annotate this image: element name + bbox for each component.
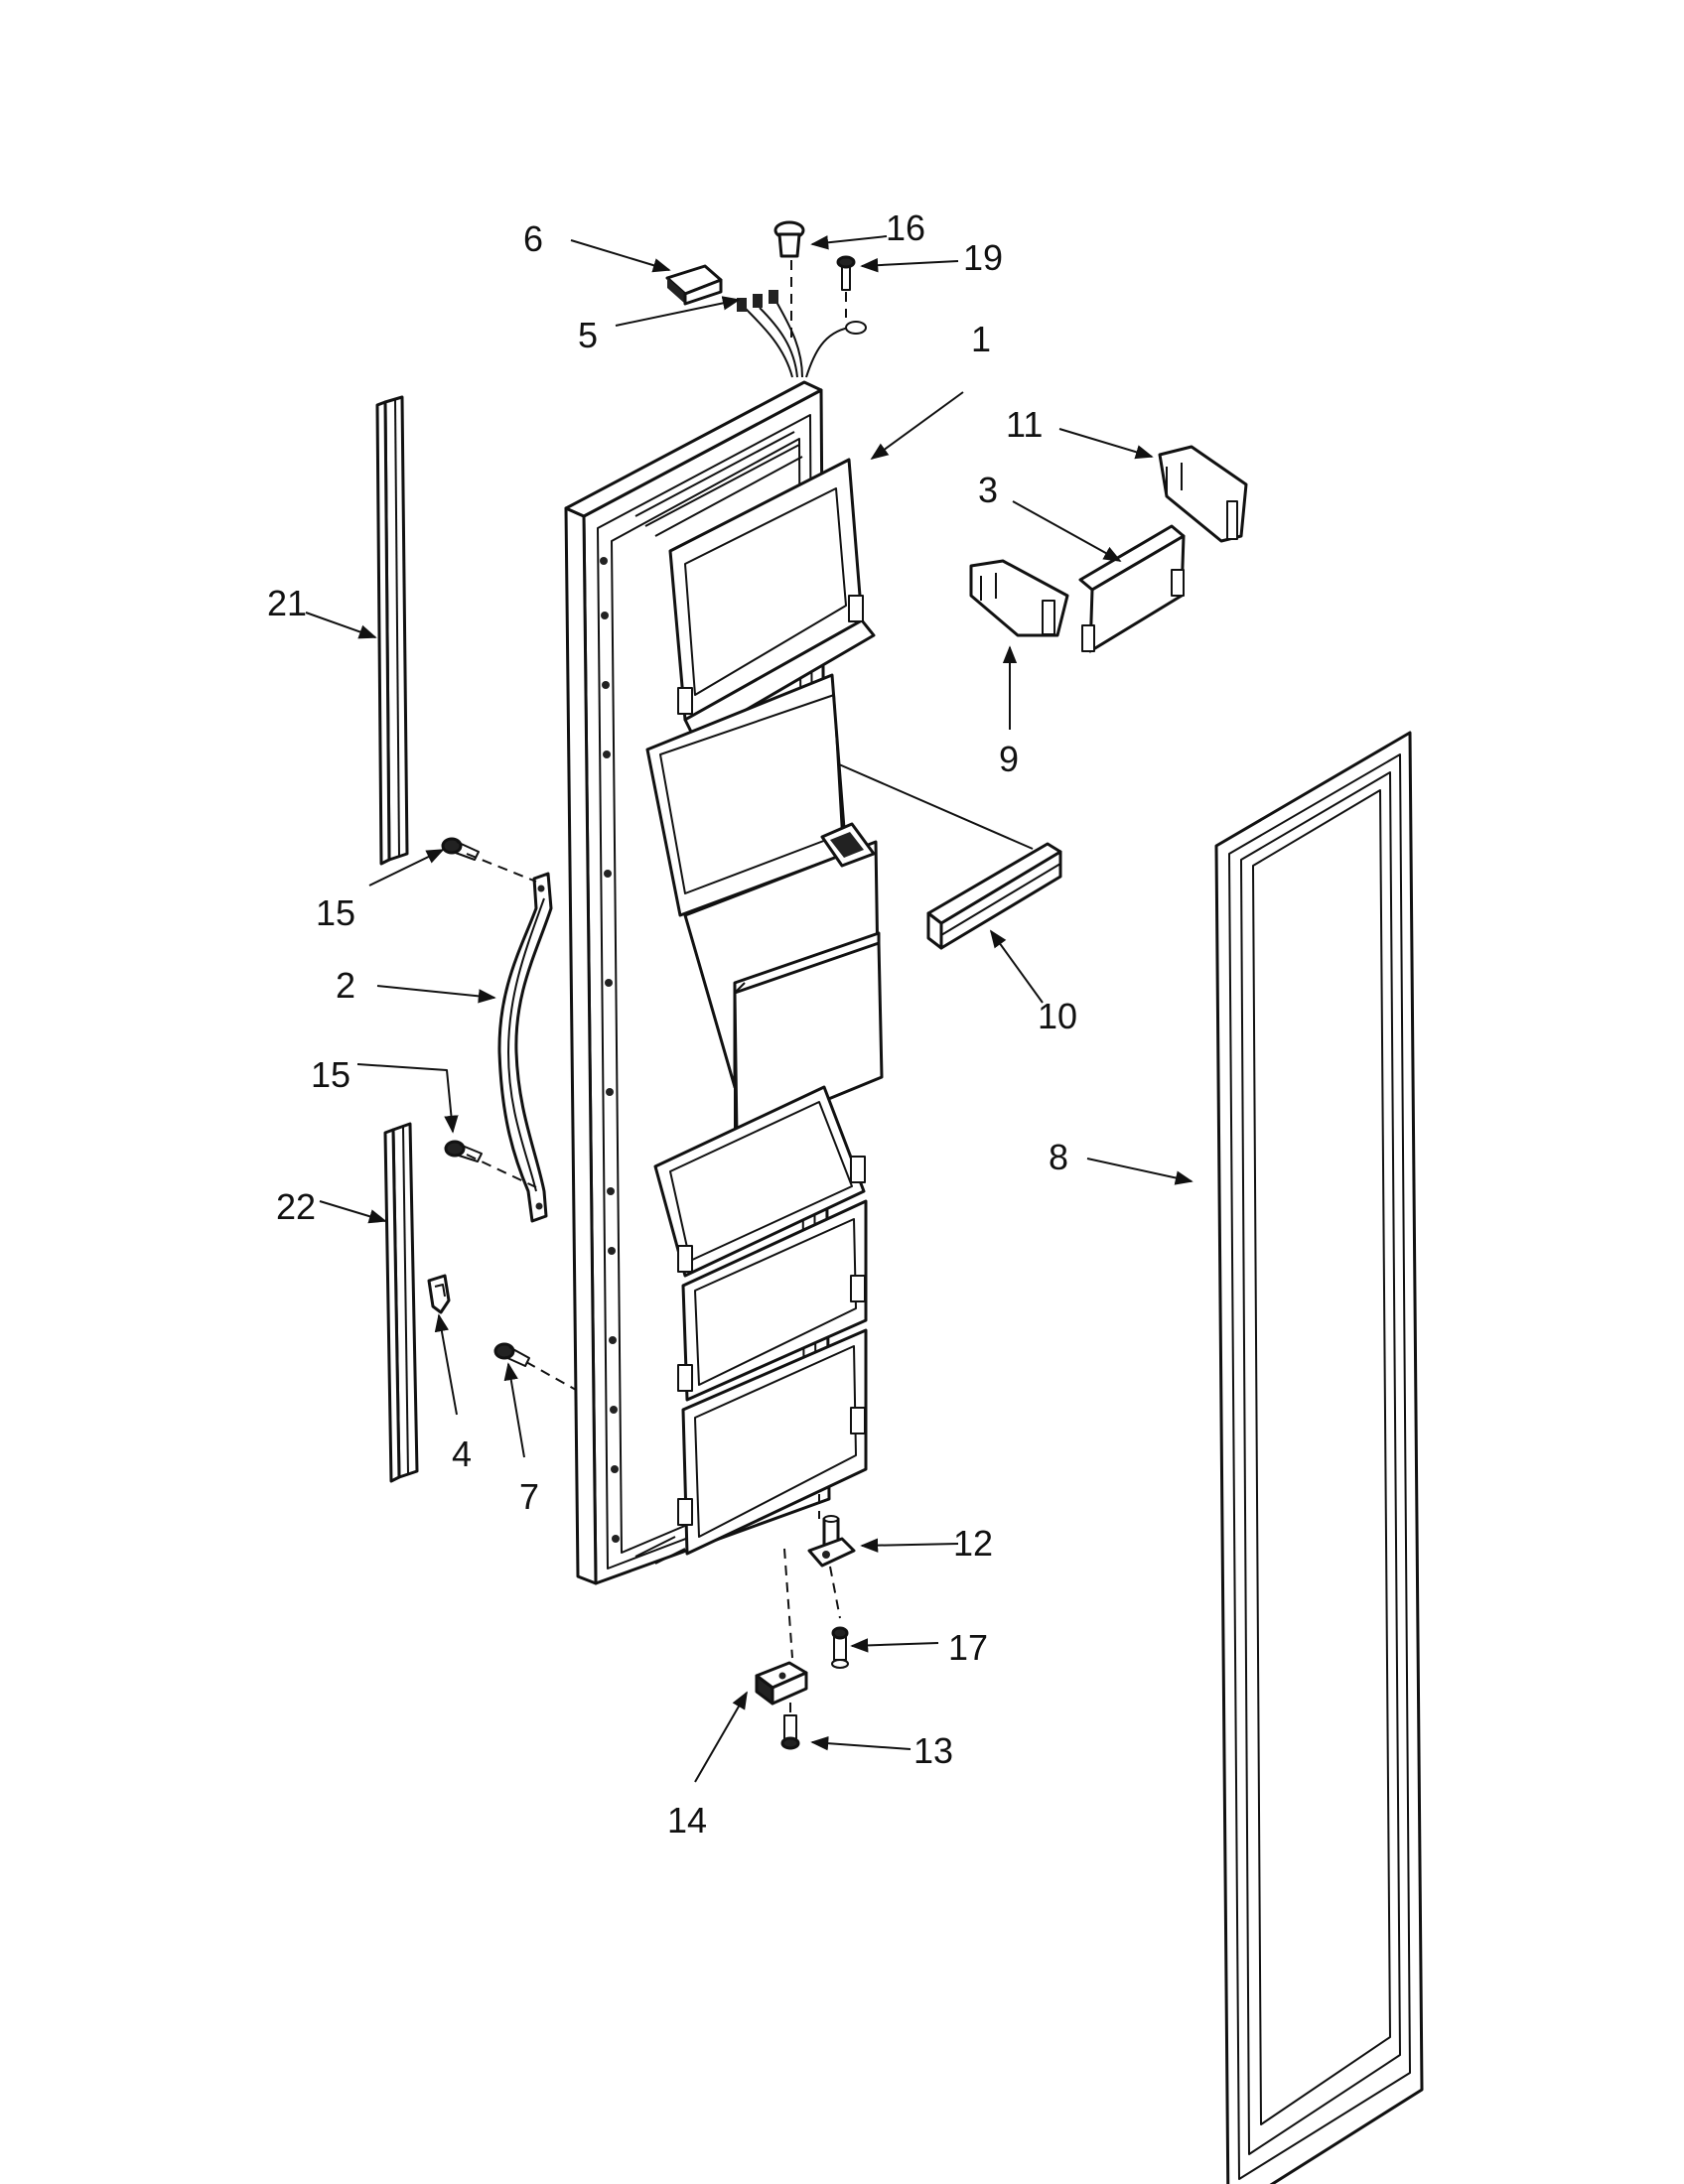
hinge-bracket-part-14 <box>755 1548 808 1706</box>
trim-part-10 <box>838 763 1062 950</box>
label-part-7: 7 <box>519 1476 539 1517</box>
label-part-19: 19 <box>963 237 1003 278</box>
label-part-1: 1 <box>971 319 991 359</box>
label-part-5: 5 <box>578 315 598 355</box>
label-part-16: 16 <box>886 207 925 248</box>
cleat-part-9 <box>969 559 1069 637</box>
label-part-4: 4 <box>452 1433 472 1474</box>
label-part-10: 10 <box>1038 996 1077 1036</box>
screw-part-17 <box>831 1626 849 1669</box>
label-part-17: 17 <box>948 1627 988 1668</box>
label-part-11: 11 <box>1006 404 1043 445</box>
label-part-13: 13 <box>913 1730 953 1771</box>
label-part-3: 3 <box>978 470 998 510</box>
gasket-part-8 <box>1214 731 1424 2184</box>
label-part-21: 21 <box>267 583 307 623</box>
screw-part-15-lower <box>444 1140 483 1162</box>
light-socket-part-16 <box>773 220 805 340</box>
label-part-8: 8 <box>1049 1137 1068 1177</box>
dispenser-housing <box>645 673 884 1139</box>
label-part-15-lower: 15 <box>311 1054 351 1095</box>
part-number-labels: 1 2 3 4 5 6 7 8 9 10 11 12 13 14 15 15 1… <box>267 207 1077 1841</box>
door-lower-bins <box>653 1085 868 1556</box>
label-part-15-upper: 15 <box>316 892 355 933</box>
bar-part-3 <box>1078 524 1186 653</box>
trim-strip-part-22 <box>383 1122 419 1483</box>
clip-part-4 <box>427 1274 451 1314</box>
label-part-14: 14 <box>667 1800 707 1841</box>
label-part-22: 22 <box>276 1186 316 1227</box>
wire-harness <box>737 290 867 378</box>
door-edge-holes <box>600 557 620 1543</box>
cleat-part-11 <box>1158 445 1248 543</box>
handle-part-2 <box>466 853 553 1223</box>
trim-strip-part-21 <box>375 395 409 866</box>
door-upper-bin <box>668 458 876 742</box>
leader-arrows <box>305 235 1193 1783</box>
label-part-9: 9 <box>999 739 1019 779</box>
label-part-12: 12 <box>953 1523 993 1564</box>
switch-part-6 <box>665 264 723 306</box>
hinge-pin-part-12 <box>807 1494 856 1619</box>
screw-part-15-upper <box>441 837 480 861</box>
label-part-6: 6 <box>523 218 543 259</box>
label-part-2: 2 <box>336 965 355 1006</box>
screw-part-13 <box>780 1703 800 1750</box>
screw-part-7 <box>493 1342 577 1391</box>
screw-part-19 <box>836 255 856 318</box>
